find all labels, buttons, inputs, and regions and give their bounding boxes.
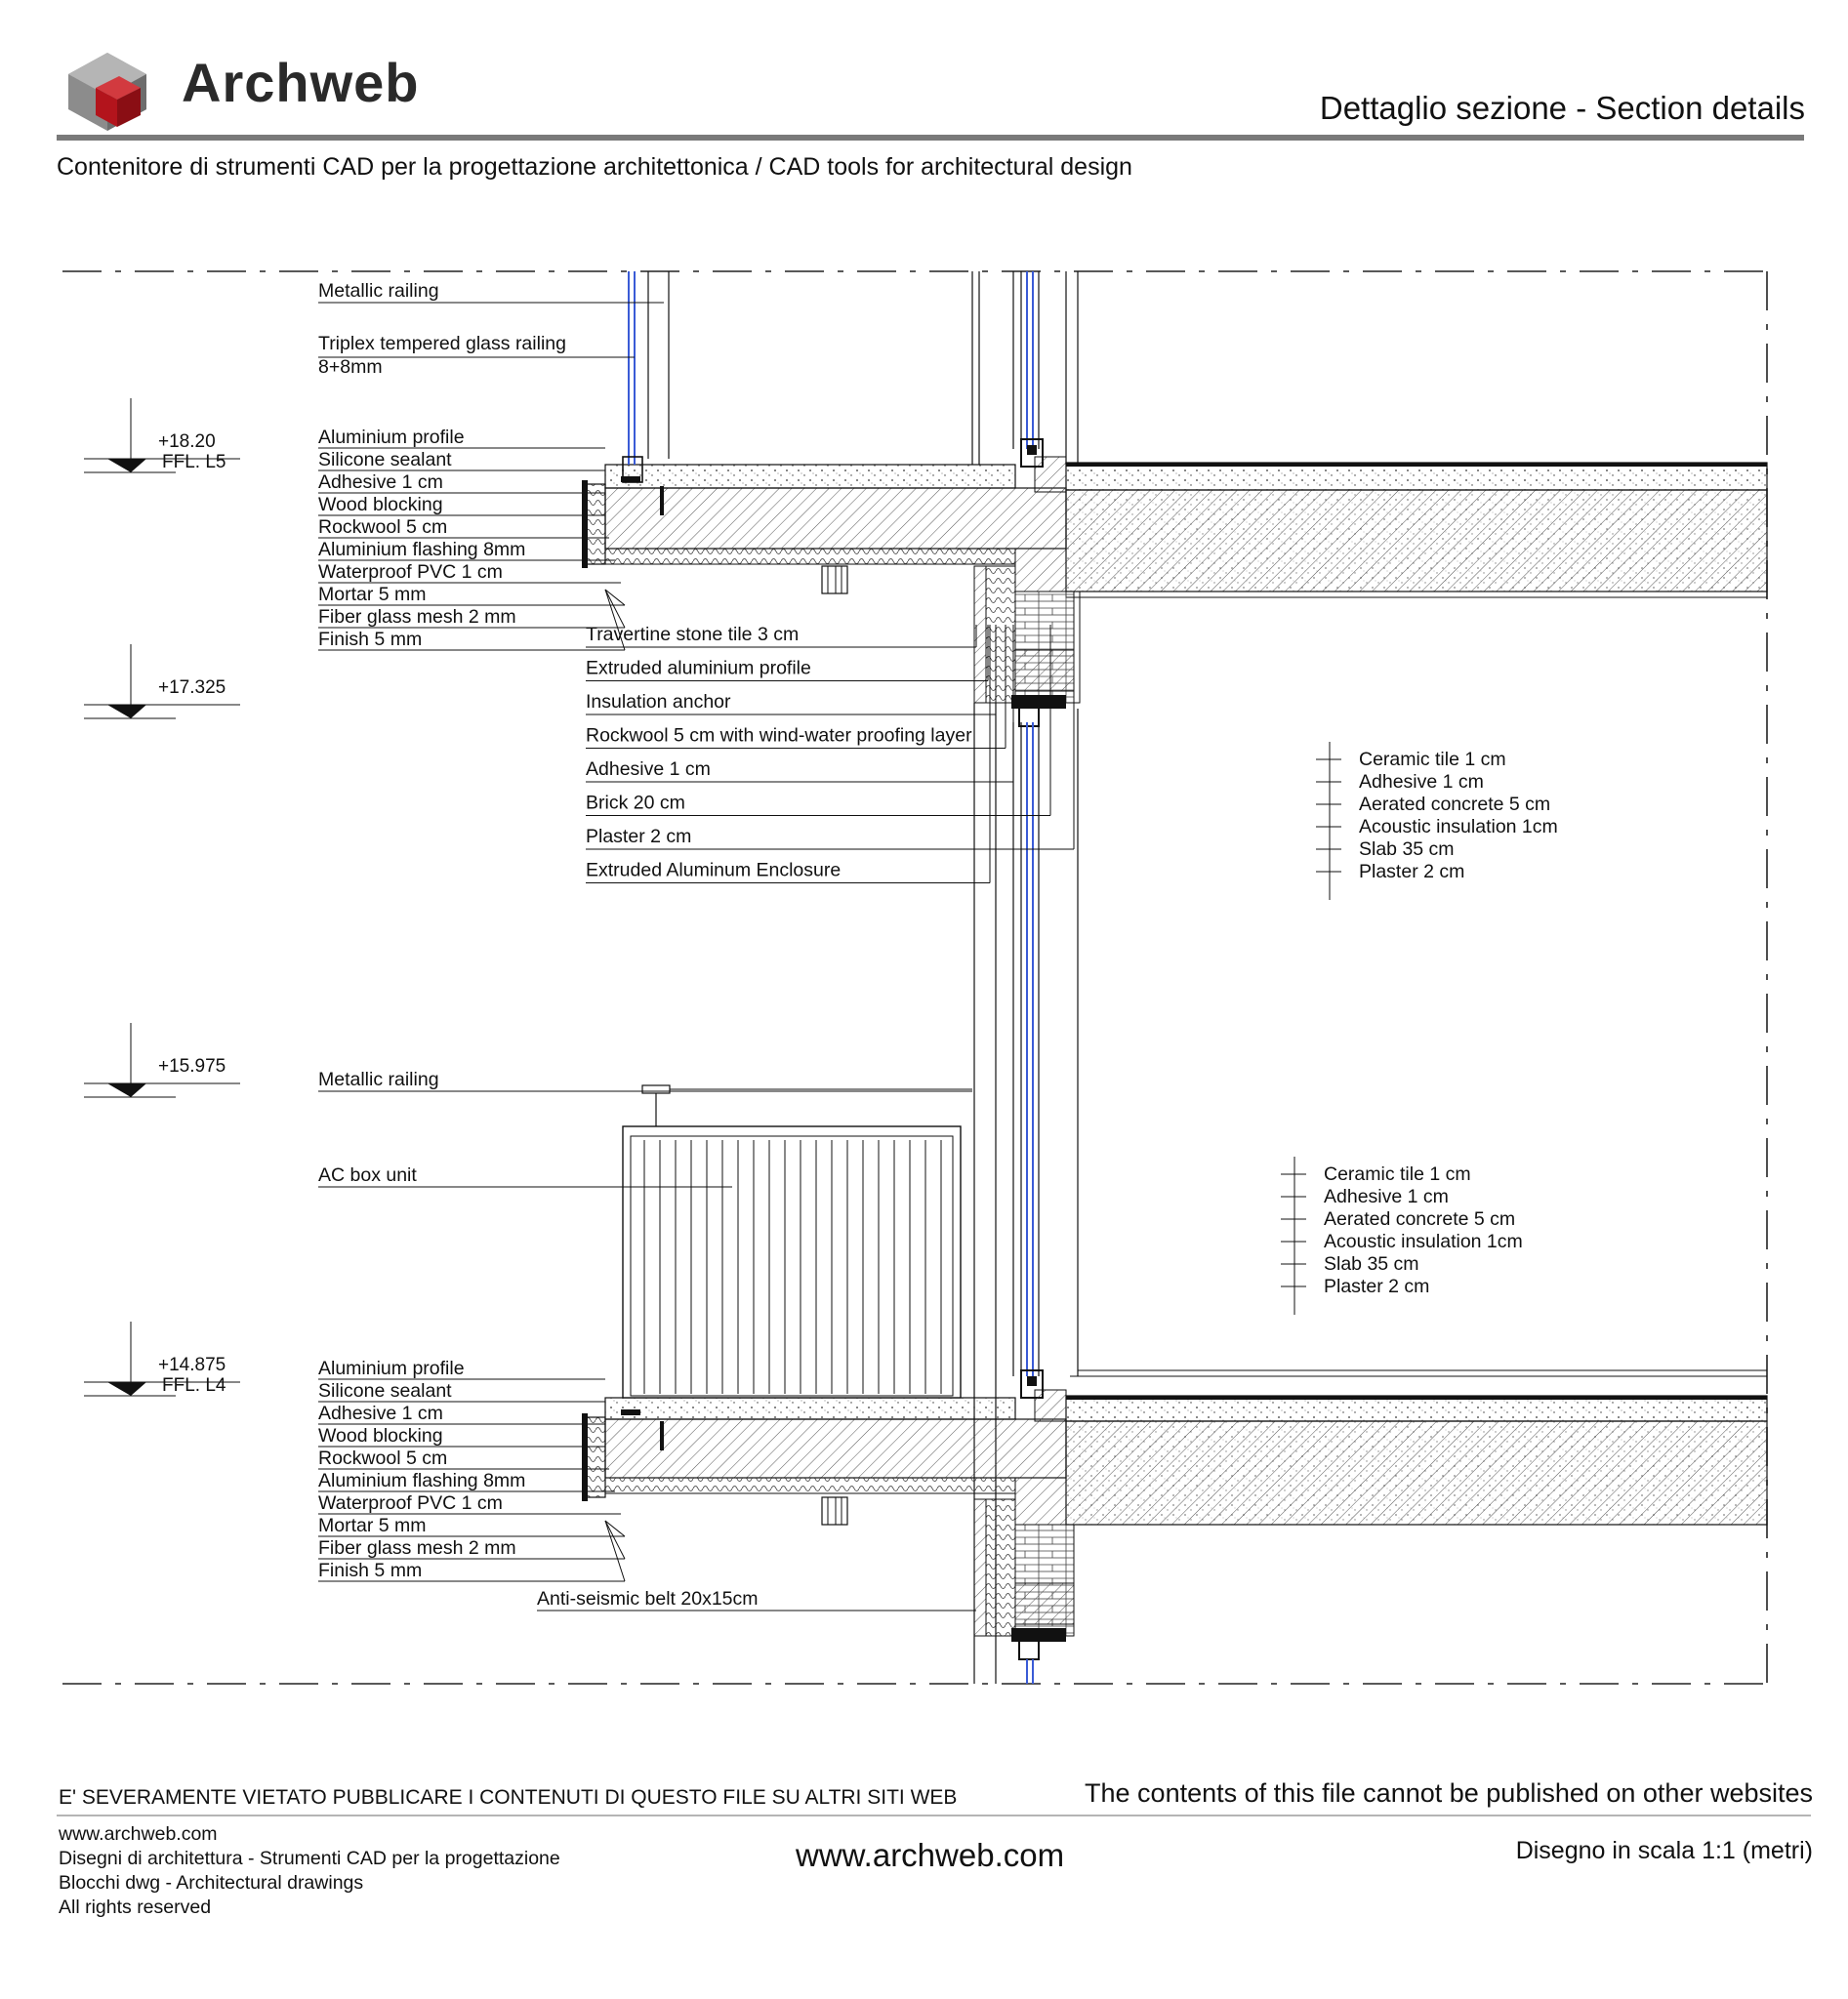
header-rule bbox=[57, 135, 1804, 141]
callout-floor-upper-1: Adhesive 1 cm bbox=[1359, 771, 1484, 793]
level-value: +14.875 bbox=[158, 1355, 226, 1375]
callout-floor-upper-4: Slab 35 cm bbox=[1359, 838, 1455, 860]
lower-slab bbox=[582, 1369, 1768, 1684]
callout-upper-edge-6: Waterproof PVC 1 cm bbox=[318, 561, 503, 583]
curtain-wall bbox=[971, 271, 1767, 1684]
level-triangle-icon bbox=[107, 1382, 146, 1396]
callout-upper-edge-3: Wood blocking bbox=[318, 494, 443, 515]
callout-ac-box: AC box unit bbox=[318, 1164, 417, 1186]
callout-upper-edge-1: Silicone sealant bbox=[318, 449, 452, 470]
callout-lower-edge-3: Wood blocking bbox=[318, 1425, 443, 1447]
footer-scale: Disegno in scala 1:1 (metri) bbox=[1515, 1837, 1813, 1864]
callout-floor-upper-5: Plaster 2 cm bbox=[1359, 861, 1464, 882]
upper-slab bbox=[582, 271, 1768, 598]
level-value: +18.20 bbox=[158, 431, 216, 452]
callout-wall-1: Extruded aluminium profile bbox=[586, 658, 811, 679]
callout-wall-0: Travertine stone tile 3 cm bbox=[586, 624, 799, 645]
callout-wall-2: Insulation anchor bbox=[586, 691, 731, 713]
callout-floor-lower-2: Aerated concrete 5 cm bbox=[1324, 1208, 1515, 1230]
callout-wall-7: Extruded Aluminum Enclosure bbox=[586, 860, 841, 881]
level-label: FFL. L5 bbox=[162, 452, 226, 472]
callout-lower-edge-6: Waterproof PVC 1 cm bbox=[318, 1492, 503, 1514]
footer-warning-it: E' SEVERAMENTE VIETATO PUBBLICARE I CONT… bbox=[59, 1786, 958, 1809]
level-marker-1: +17.325 bbox=[84, 644, 240, 719]
callout-upper-edge-4: Rockwool 5 cm bbox=[318, 516, 447, 538]
callout-upper-edge-8: Fiber glass mesh 2 mm bbox=[318, 606, 516, 628]
callout-wall-4: Adhesive 1 cm bbox=[586, 758, 711, 780]
callout-upper-edge-7: Mortar 5 mm bbox=[318, 584, 427, 605]
callout-floor-lower-5: Plaster 2 cm bbox=[1324, 1276, 1429, 1297]
callout-lower-edge-5: Aluminium flashing 8mm bbox=[318, 1470, 525, 1491]
footer-site[interactable]: www.archweb.com bbox=[59, 1823, 218, 1845]
callout-floor-upper-2: Aerated concrete 5 cm bbox=[1359, 794, 1550, 815]
archweb-cube-logo bbox=[68, 53, 146, 131]
level-value: +17.325 bbox=[158, 677, 226, 698]
level-triangle-icon bbox=[107, 1083, 146, 1097]
sheet-title: Dettaglio sezione - Section details bbox=[1319, 90, 1805, 126]
callout-lower-edge-9: Finish 5 mm bbox=[318, 1560, 422, 1581]
footer-line4: All rights reserved bbox=[59, 1897, 212, 1918]
callout-floor-lower-3: Acoustic insulation 1cm bbox=[1324, 1231, 1523, 1252]
callout-lower-edge-7: Mortar 5 mm bbox=[318, 1515, 427, 1536]
leader-lines bbox=[318, 302, 1341, 1611]
callout-mid-railing: Metallic railing bbox=[318, 1069, 439, 1090]
level-value: +15.975 bbox=[158, 1056, 226, 1077]
callout-wall-3: Rockwool 5 cm with wind-water proofing l… bbox=[586, 725, 972, 747]
callout-belt: Anti-seismic belt 20x15cm bbox=[537, 1588, 759, 1610]
callout-upper-edge-2: Adhesive 1 cm bbox=[318, 471, 443, 493]
callout-floor-upper-0: Ceramic tile 1 cm bbox=[1359, 749, 1506, 770]
footer-url[interactable]: www.archweb.com bbox=[796, 1837, 1065, 1873]
callout-floor-lower-1: Adhesive 1 cm bbox=[1324, 1186, 1449, 1207]
level-triangle-icon bbox=[107, 705, 146, 718]
callout-wall-5: Brick 20 cm bbox=[586, 793, 685, 814]
callout-floor-upper-3: Acoustic insulation 1cm bbox=[1359, 816, 1558, 837]
callout-top-railing: Metallic railing bbox=[318, 280, 439, 302]
ac-box-unit bbox=[622, 1084, 972, 1399]
callout-glass-railing: Triplex tempered glass railing bbox=[318, 333, 566, 354]
callout-upper-edge-9: Finish 5 mm bbox=[318, 629, 422, 650]
callout-floor-lower-4: Slab 35 cm bbox=[1324, 1253, 1419, 1275]
callout-floor-lower-0: Ceramic tile 1 cm bbox=[1324, 1163, 1471, 1185]
level-marker-2: +15.975 bbox=[84, 1023, 240, 1098]
callout-lower-edge-1: Silicone sealant bbox=[318, 1380, 452, 1402]
subtitle: Contenitore di strumenti CAD per la prog… bbox=[57, 153, 1132, 181]
level-triangle-icon bbox=[107, 459, 146, 472]
callout-lower-edge-2: Adhesive 1 cm bbox=[318, 1403, 443, 1424]
callout-lower-edge-4: Rockwool 5 cm bbox=[318, 1448, 447, 1469]
brand-name: Archweb bbox=[182, 52, 420, 113]
footer-warning-en: The contents of this file cannot be publ… bbox=[1085, 1778, 1813, 1808]
callout-wall-6: Plaster 2 cm bbox=[586, 826, 691, 847]
level-label: FFL. L4 bbox=[162, 1375, 226, 1396]
callout-glass-railing-spec: 8+8mm bbox=[318, 356, 383, 378]
callout-upper-edge-5: Aluminium flashing 8mm bbox=[318, 539, 525, 560]
footer-line2: Disegni di architettura - Strumenti CAD … bbox=[59, 1848, 560, 1869]
callout-upper-edge-0: Aluminium profile bbox=[318, 427, 465, 448]
footer-line3: Blocchi dwg - Architectural drawings bbox=[59, 1872, 364, 1894]
callout-lower-edge-8: Fiber glass mesh 2 mm bbox=[318, 1537, 516, 1559]
callout-lower-edge-0: Aluminium profile bbox=[318, 1358, 465, 1379]
